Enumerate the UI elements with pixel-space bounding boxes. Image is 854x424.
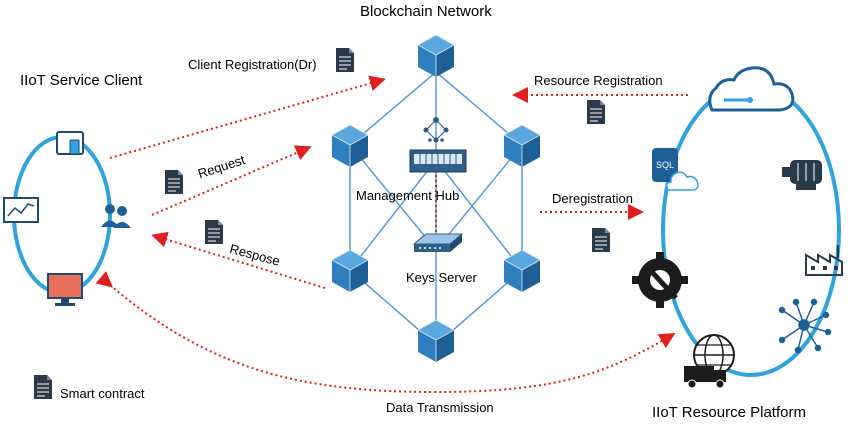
flow-arrows [95, 75, 688, 394]
client-registration-label: Client Registration(Dr) [188, 57, 317, 72]
blockchain-node-lower-left [331, 249, 369, 293]
network-links [349, 71, 523, 346]
document-icon [164, 169, 184, 195]
sql-database-icon: SQL [652, 148, 699, 191]
monitor-icon [47, 273, 83, 306]
deregistration-label: Deregistration [552, 191, 633, 206]
document-icon [335, 47, 355, 73]
smart-contract-icon [33, 374, 53, 400]
platform-title: IIoT Resource Platform [652, 404, 806, 421]
factory-icon [805, 245, 843, 276]
data-transmission-arrow [95, 271, 676, 394]
blockchain-node-bottom [417, 319, 455, 363]
client-registration-arrow [109, 75, 386, 159]
cloud-icon [708, 66, 795, 112]
resource-registration-label: Resource Registration [534, 73, 663, 88]
data-transmission-label: Data Transmission [386, 400, 494, 415]
blockchain-node-top [417, 34, 455, 78]
blockchain-node-lower-right [503, 249, 541, 293]
blockchain-network-title: Blockchain Network [360, 3, 492, 20]
platform-ring [661, 83, 841, 377]
client-title: IIoT Service Client [20, 72, 143, 89]
users-icon [101, 204, 131, 228]
globe-truck-icon [684, 334, 735, 389]
document-icon [204, 219, 224, 245]
management-hub-icon [409, 117, 467, 173]
gear-wrench-icon [632, 252, 688, 308]
request-arrow [151, 145, 312, 216]
keys-server-icon [412, 233, 464, 252]
document-icon [591, 227, 611, 253]
document-icon [586, 99, 606, 125]
svg-text:SQL: SQL [656, 160, 674, 170]
network-hub-icon [778, 298, 832, 354]
management-hub-label: Management Hub [356, 188, 460, 203]
motor-icon [782, 160, 822, 190]
keys-server-label: Keys Server [406, 270, 477, 285]
smart-contract-label: Smart contract [60, 386, 145, 401]
line-chart-icon [3, 197, 39, 223]
tablet-phone-icon [56, 131, 84, 155]
